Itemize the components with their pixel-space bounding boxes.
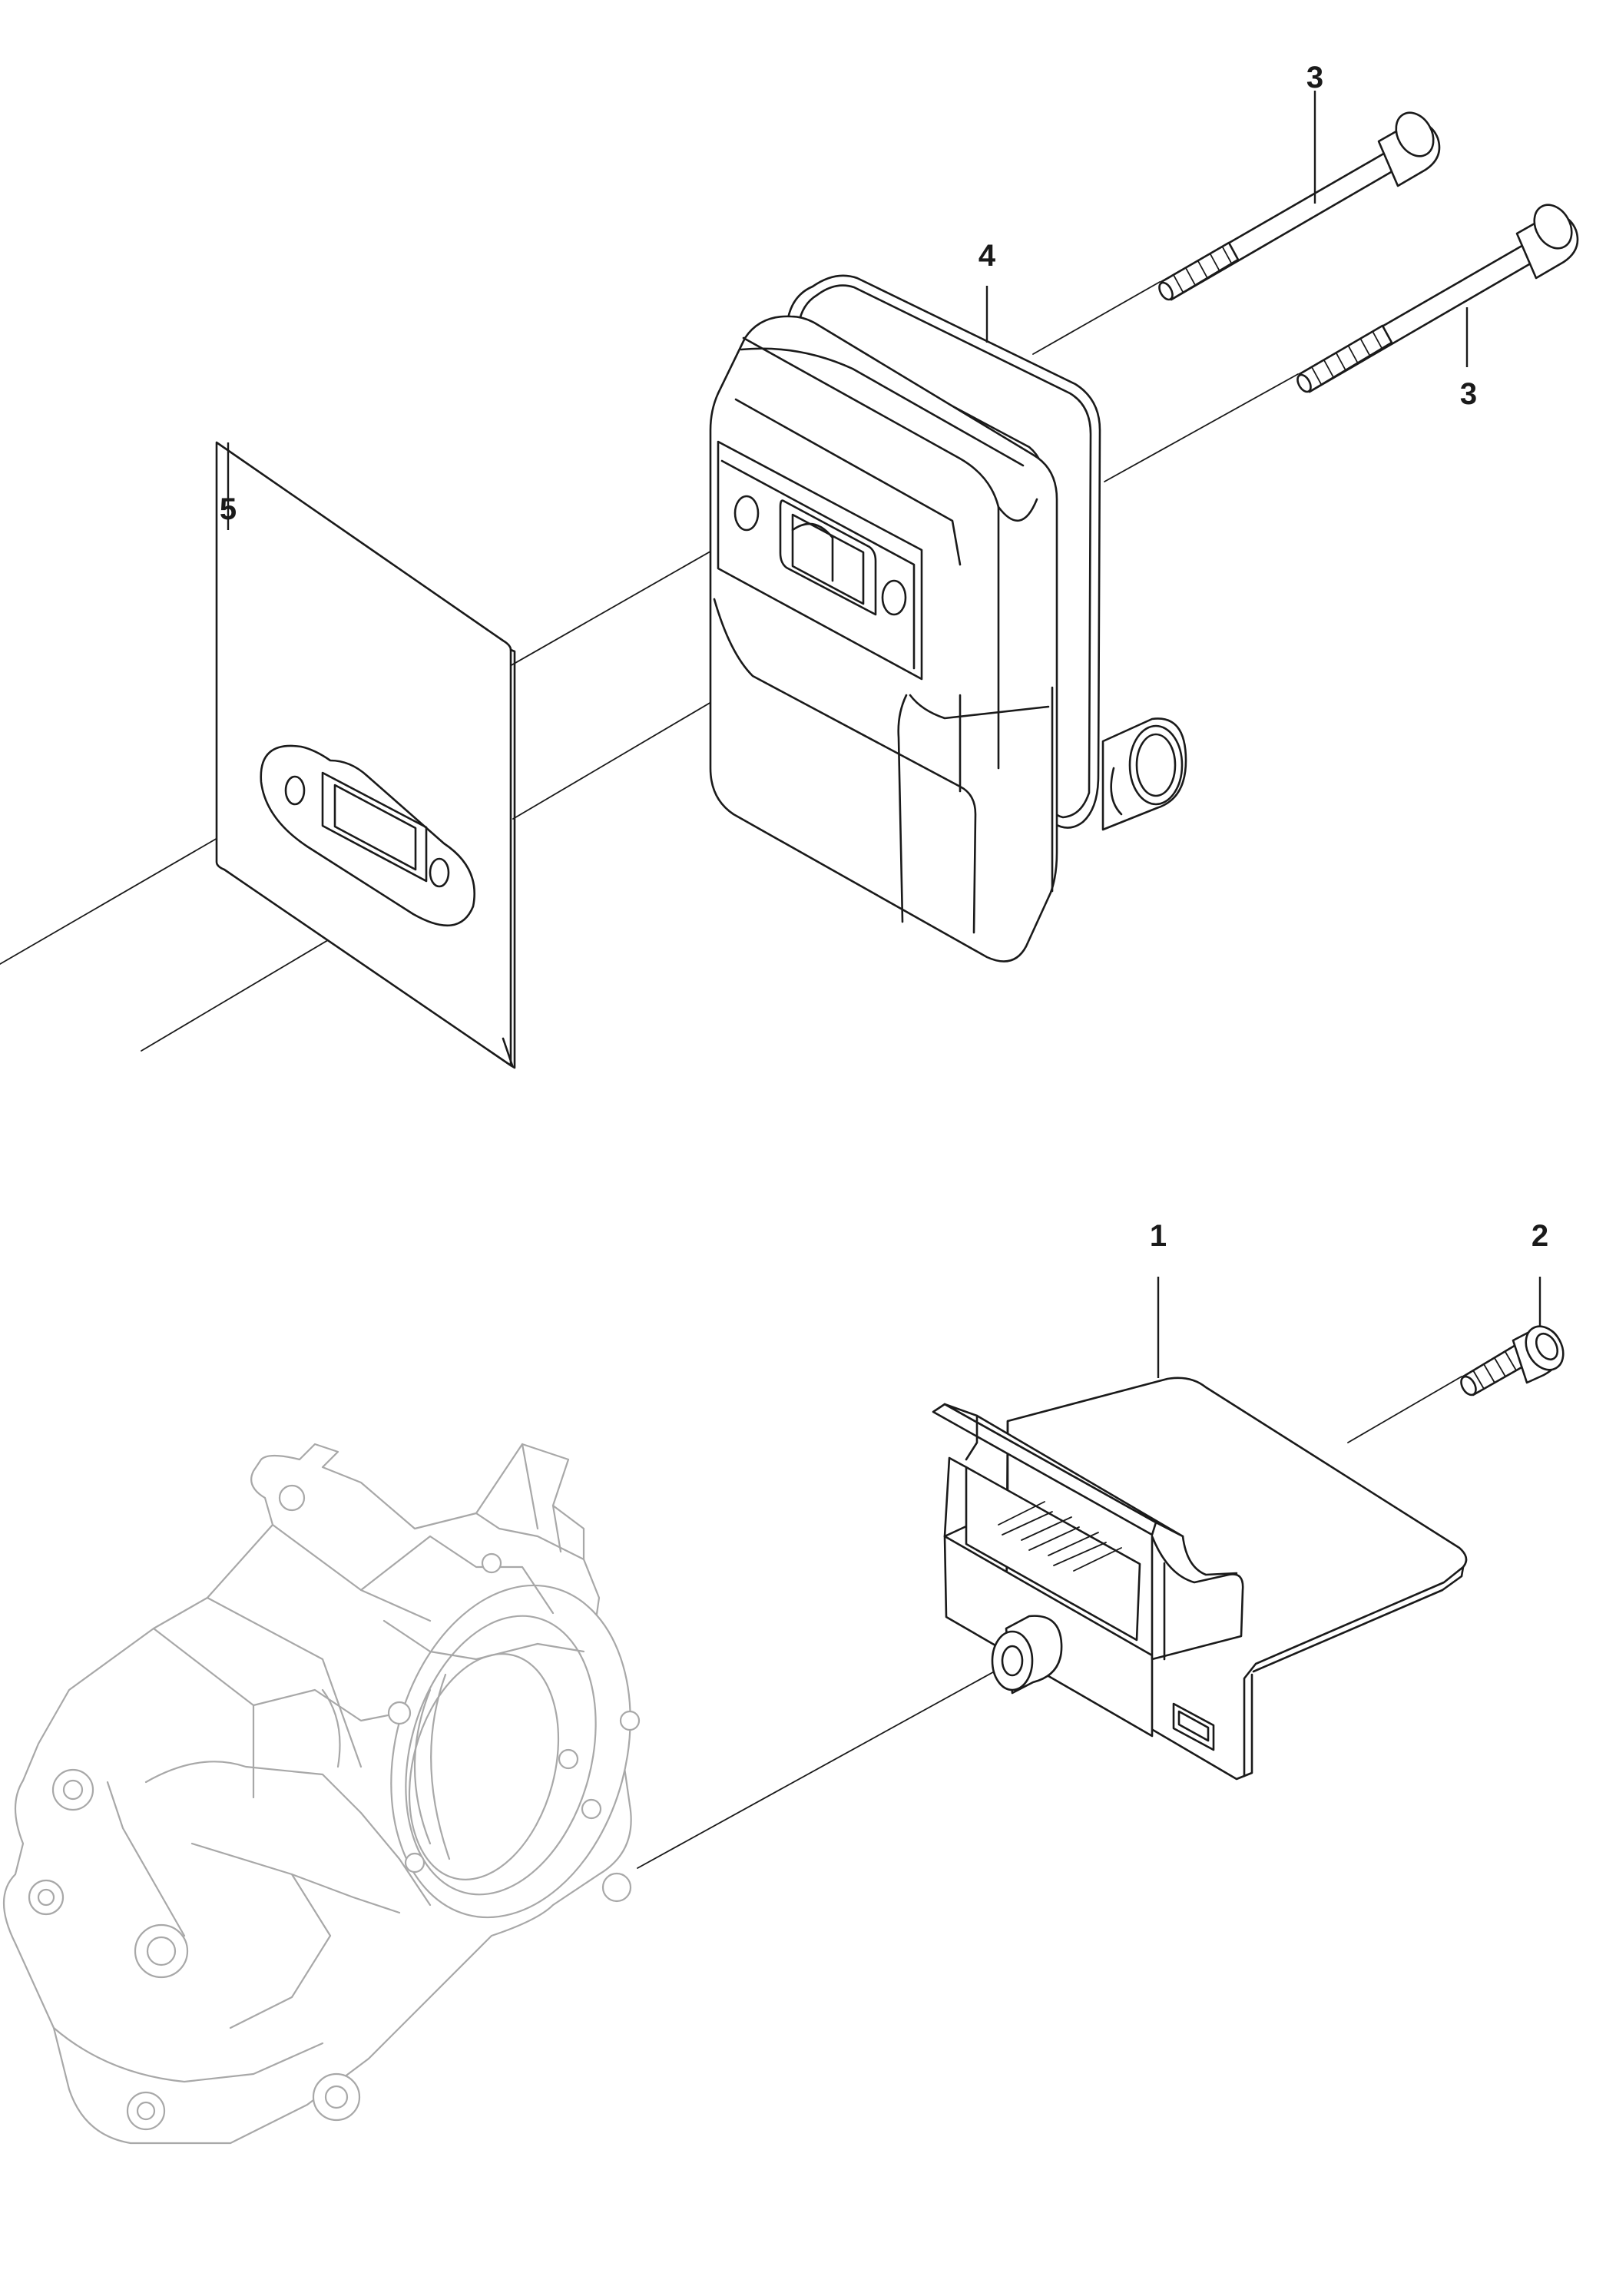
deflector-screw [1460,1325,1565,1396]
callout-1: 1 [1150,1219,1167,1253]
callout-2: 2 [1531,1219,1548,1253]
heat-shield-gasket [215,441,516,1069]
bolt-lower [1296,204,1579,393]
bolt-upper [1158,111,1441,301]
muffler-deflector [932,1377,1468,1781]
callout-4: 4 [979,239,996,273]
muffler [709,274,1187,962]
callout-labels: 3 3 4 5 1 2 [220,61,1548,1253]
callout-leaders [227,91,1541,1378]
crankcase-reference [3,1443,641,2145]
callout-3-lower: 3 [1460,377,1477,411]
callout-3-upper: 3 [1306,61,1323,94]
callout-5: 5 [220,492,237,526]
